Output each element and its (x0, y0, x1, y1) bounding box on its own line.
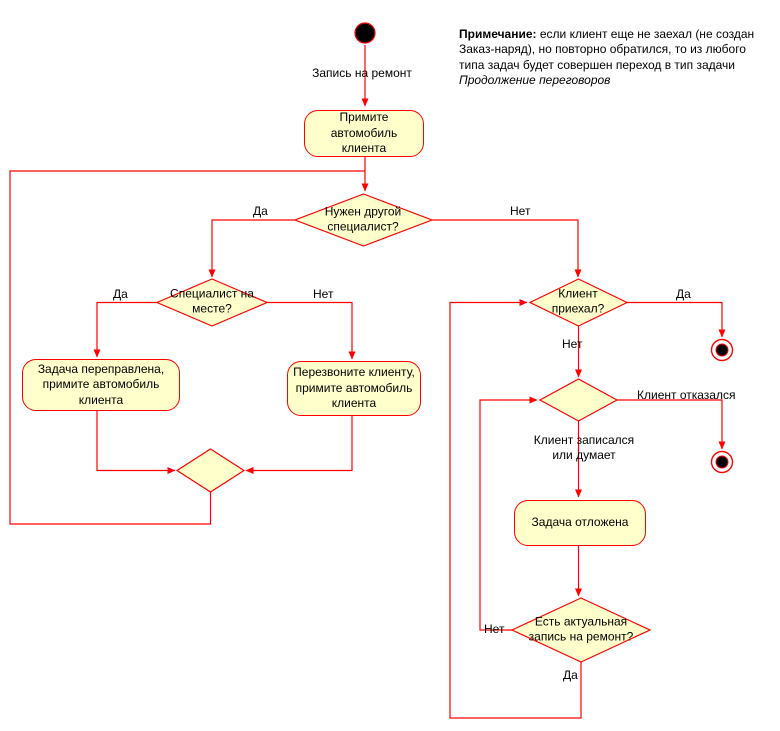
note: Примечание: если клиент еще не заехал (н… (459, 11, 779, 105)
note-italic-line: Продолжение переговоров (459, 73, 611, 88)
label-arrived-no: Нет (562, 337, 583, 351)
edge-declined-final (617, 399, 726, 450)
decision-specialist-on-site-label: Специалист на месте? (170, 286, 254, 316)
decision-actual-repair-record (510, 597, 652, 663)
edge-callback-to-merge (245, 416, 353, 474)
edge-on-site-no (267, 301, 356, 360)
edge-need-other-no (432, 219, 582, 278)
label-on-site-no: Нет (313, 287, 334, 301)
label-record-no: Нет (484, 622, 505, 636)
activity-task-forwarded: Задача переправлена, примите автомобиль … (22, 359, 180, 411)
label-client-scheduled: Клиент записался или думает (533, 433, 635, 462)
label-on-site-yes: Да (113, 287, 128, 301)
edge-forwarded-to-merge (96, 411, 176, 474)
label-record-yes: Да (563, 668, 578, 682)
decision-need-other-specialist-label: Нужен другой специалист? (324, 204, 402, 234)
final-node-arrived-dot (715, 343, 729, 357)
decision-specialist-on-site (155, 278, 269, 327)
label-need-other-no: Нет (510, 204, 531, 218)
note-label: Примечание: (459, 26, 537, 41)
merge-node (175, 448, 246, 493)
edge-arrived-yes-final (627, 301, 726, 338)
decision-client-response (538, 378, 619, 422)
decision-client-arrived (528, 278, 629, 327)
edge-on-site-yes (93, 301, 157, 358)
activity-receive-car: Примите автомобиль клиента (304, 110, 424, 157)
decision-client-arrived-label: Клиент приехал? (551, 286, 605, 316)
label-client-declined: Клиент отказался (637, 388, 736, 402)
start-node (354, 22, 376, 44)
decision-need-other-specialist (293, 193, 434, 247)
edge-record-yes-loop (449, 299, 582, 719)
activity-task-postponed: Задача отложена (514, 500, 646, 546)
decision-actual-repair-record-label: Есть актуальная запись на ремонт? (528, 614, 634, 644)
edge-record-no-loop (479, 396, 538, 631)
edge-merge-loopback (9, 170, 365, 525)
label-arrived-yes: Да (676, 287, 691, 301)
edge-need-other-yes (208, 219, 295, 278)
start-edge-label: Запись на ремонт (312, 66, 412, 80)
final-node-declined-dot (715, 455, 729, 469)
note-text: если клиент еще не заехал (не создан Зак… (459, 26, 755, 72)
label-need-other-yes: Да (253, 204, 268, 218)
activity-call-back-client: Перезвоните клиенту, примите автомобиль … (287, 361, 421, 416)
